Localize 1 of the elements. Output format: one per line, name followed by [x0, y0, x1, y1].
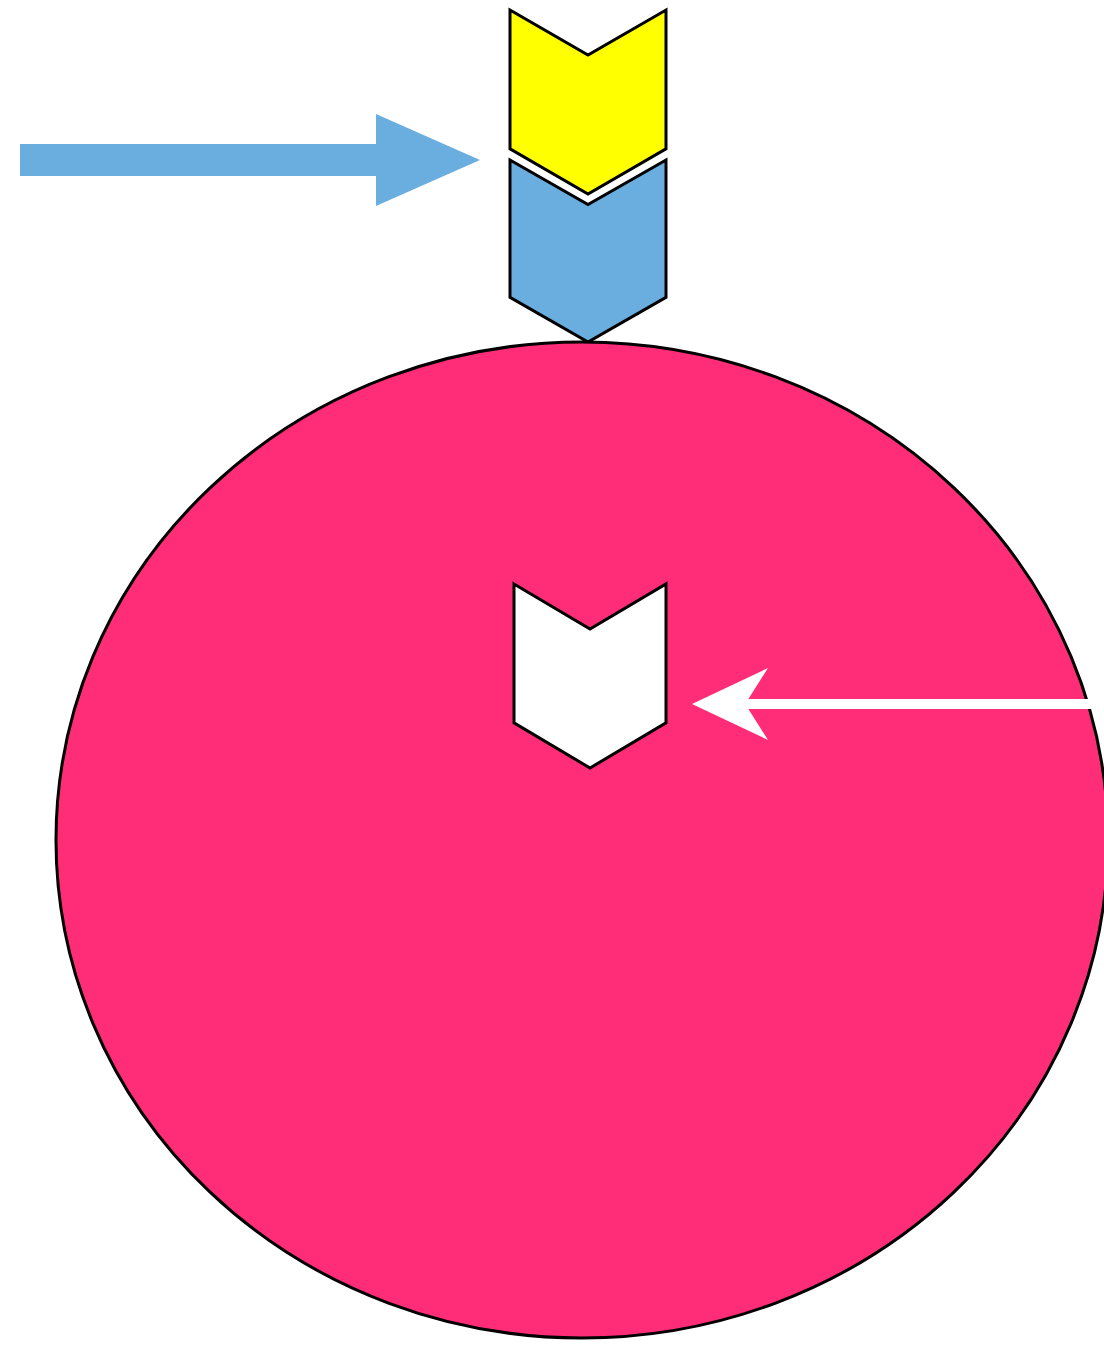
arrow — [20, 114, 480, 206]
